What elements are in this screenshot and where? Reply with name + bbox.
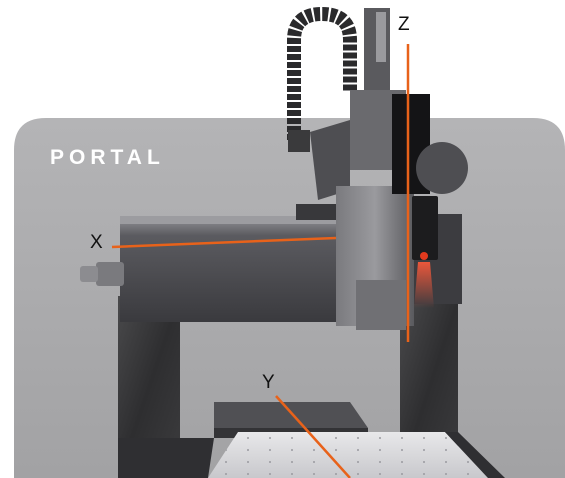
laser-sensor-led — [420, 252, 428, 260]
x-motor-cap — [80, 266, 98, 282]
z-column-shade — [310, 120, 350, 200]
x-indicator-line — [111, 236, 337, 249]
beam-end-block — [296, 204, 340, 220]
z-column-top-light — [376, 12, 386, 62]
y-axis-label: Y — [262, 372, 275, 393]
x-beam-top-edge — [120, 216, 356, 224]
x-beam — [120, 220, 356, 322]
laser-head-disc — [416, 142, 468, 194]
laser-beam — [414, 262, 434, 308]
cable-chain — [287, 6, 357, 140]
base-front-left — [118, 438, 214, 478]
panel-corner-right — [533, 118, 565, 150]
work-table-holes — [208, 432, 488, 478]
laser-sensor — [412, 196, 438, 260]
panel-corner — [14, 118, 70, 150]
base-front-right — [445, 432, 505, 478]
portal-title: PORTAL — [50, 146, 165, 169]
cable-chain-mount — [288, 130, 310, 152]
base-block — [214, 402, 368, 428]
z-axis-label: Z — [398, 14, 410, 35]
x-motor — [96, 262, 124, 286]
y-indicator-line — [275, 395, 351, 478]
x-axis-label: X — [90, 232, 103, 253]
carriage-lower — [356, 280, 406, 330]
